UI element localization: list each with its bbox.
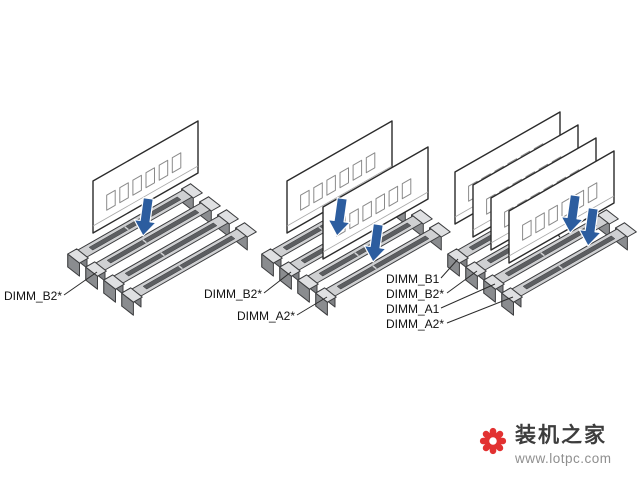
- slot-latch-top: [121, 287, 143, 303]
- insert-arrow: [363, 223, 387, 263]
- label-leader-line: [440, 258, 459, 279]
- slot-key-notch: [558, 265, 563, 270]
- memory-chip: [339, 167, 349, 189]
- slot-groove: [336, 235, 430, 290]
- module-connector-line: [322, 191, 429, 253]
- memory-chip: [401, 178, 412, 200]
- slot-label: DIMM_B2*: [4, 289, 62, 303]
- diagram-four-modules: [447, 111, 637, 316]
- slot-groove: [124, 222, 218, 277]
- label-leader-line: [263, 271, 292, 294]
- memory-chip: [375, 193, 385, 215]
- slot-groove: [106, 209, 200, 264]
- slot-label: DIMM_A2*: [386, 317, 444, 331]
- memory-chip: [548, 204, 558, 226]
- diagram-two-modules: [261, 120, 451, 316]
- memory-chip: [388, 185, 399, 207]
- slot-label: DIMM_A1: [386, 302, 440, 316]
- slot-key-notch: [178, 265, 183, 270]
- slot-latch-top: [279, 261, 301, 277]
- watermark-site-name: 装机之家: [515, 424, 607, 447]
- slot-key-notch: [372, 265, 377, 270]
- memory-chip: [132, 174, 142, 196]
- diagram-one-module: [67, 120, 257, 316]
- watermark-logo-icon: [479, 427, 507, 455]
- insert-arrow: [578, 207, 602, 247]
- memory-chip: [587, 182, 598, 204]
- slot-latch-top: [297, 274, 319, 290]
- slot-latch-top: [103, 274, 125, 290]
- slot-key-notch: [142, 239, 147, 244]
- slot-key-notch: [160, 252, 165, 257]
- slot-latch-top: [501, 287, 523, 303]
- slot-key-notch: [354, 252, 359, 257]
- label-leader-line: [446, 270, 478, 294]
- slot-label: DIMM_B1: [386, 272, 440, 286]
- memory-chip: [349, 208, 359, 230]
- slot-latch-top: [85, 261, 107, 277]
- memory-chip: [158, 159, 169, 181]
- memory-chip: [313, 182, 323, 204]
- label-leader-line: [440, 283, 496, 309]
- slot-groove: [142, 235, 236, 290]
- slot-key-notch: [124, 226, 129, 231]
- module-connector-line: [508, 195, 615, 257]
- slot-label: DIMM_B2*: [386, 287, 444, 301]
- slot-label: DIMM_B2*: [204, 287, 262, 301]
- label-leader-line: [296, 296, 328, 316]
- watermark: 装机之家 www.lotpc.com: [478, 424, 612, 466]
- slot-key-notch: [318, 226, 323, 231]
- memory-chip: [119, 182, 129, 204]
- memory-chip: [326, 174, 336, 196]
- memory-chip: [522, 219, 532, 241]
- slot-latch-top: [483, 274, 505, 290]
- insert-arrow: [133, 197, 157, 237]
- watermark-site-url: www.lotpc.com: [515, 451, 612, 467]
- memory-chip: [106, 189, 116, 211]
- slot-groove: [522, 235, 616, 290]
- watermark-text: 装机之家 www.lotpc.com: [515, 424, 612, 466]
- slot-latch-top: [447, 248, 469, 264]
- memory-chip: [535, 212, 545, 234]
- memory-chip: [362, 200, 372, 222]
- slot-label: DIMM_A2*: [237, 309, 295, 323]
- insert-arrow: [327, 197, 351, 237]
- slot-key-notch: [540, 252, 545, 257]
- module-connector-line: [92, 165, 199, 227]
- label-leader-line: [63, 271, 98, 296]
- slot-groove: [504, 222, 598, 277]
- insert-arrow: [560, 194, 584, 234]
- memory-chip: [171, 152, 182, 174]
- memory-chip: [300, 189, 310, 211]
- module-notch: [557, 234, 561, 238]
- label-leader-line: [446, 296, 514, 324]
- memory-chip: [365, 152, 376, 174]
- memory-chip: [352, 159, 363, 181]
- slot-latch-top: [67, 248, 89, 264]
- memory-chip: [145, 167, 155, 189]
- module-connector-line: [286, 165, 393, 227]
- slot-latch-top: [261, 248, 283, 264]
